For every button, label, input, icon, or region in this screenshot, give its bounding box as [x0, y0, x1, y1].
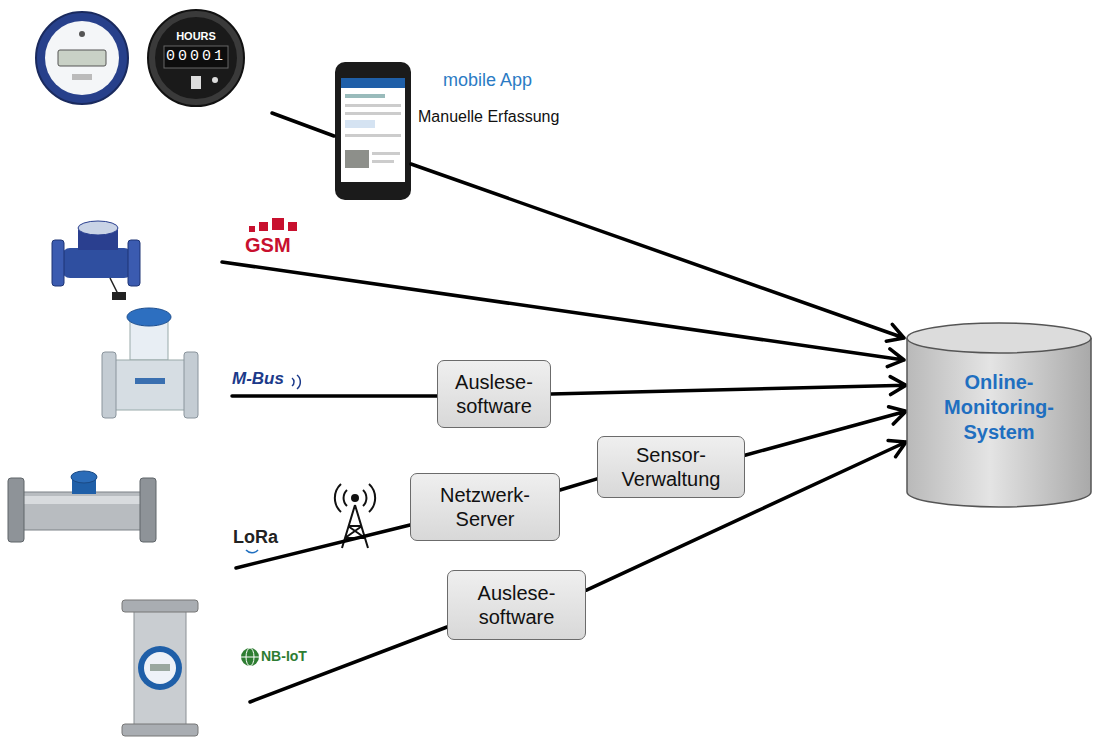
text-label: Manuelle Erfassung	[418, 108, 559, 126]
node-text: Auslese- software	[456, 581, 577, 629]
gsm-logo-mark	[249, 226, 255, 232]
woltmann-meter-illustration	[52, 221, 140, 300]
antenna-symbol	[352, 495, 358, 501]
phone-illustration	[345, 112, 401, 115]
phone-illustration	[345, 134, 401, 137]
feed-line	[222, 113, 904, 702]
node-text: Sensor- Verwaltung	[606, 443, 736, 491]
text-label: GSM	[245, 234, 291, 257]
flow-meter-illustration	[135, 378, 165, 384]
steel-meter-illustration	[140, 478, 156, 542]
flow-meter-illustration	[102, 308, 198, 418]
flow-meter-illustration	[102, 352, 116, 418]
woltmann-meter-illustration	[110, 278, 118, 294]
cylinder-body	[907, 338, 1091, 507]
phone-illustration	[345, 120, 375, 128]
hour-meter-illustration	[212, 77, 218, 83]
water-meter-illustration	[58, 50, 106, 66]
woltmann-meter-illustration	[62, 248, 132, 278]
process-box: Auslese- software	[437, 360, 551, 428]
arrow-connector	[551, 377, 906, 395]
cylinder-top	[907, 323, 1091, 353]
text-label: HOURS	[176, 30, 216, 43]
phone-illustration	[372, 152, 400, 155]
gsm-logo-mark	[288, 222, 297, 231]
phone-illustration	[341, 78, 405, 182]
nbiot-logo-mark	[241, 657, 259, 658]
hour-meter-illustration	[148, 10, 244, 106]
feed-line	[250, 627, 447, 702]
flow-meter-illustration	[184, 352, 198, 418]
phone-illustration	[345, 104, 401, 107]
cylinder-text: Online- Monitoring- System	[924, 370, 1074, 445]
vertical-meter-illustration	[122, 600, 198, 736]
feed-line	[411, 164, 904, 341]
vertical-meter-illustration	[134, 610, 186, 726]
steel-meter-illustration	[22, 492, 142, 530]
hour-meter-illustration	[155, 17, 237, 99]
water-meter-illustration	[72, 74, 92, 80]
lora-logo-mark	[246, 550, 258, 553]
woltmann-meter-illustration	[52, 240, 64, 286]
woltmann-meter-illustration	[128, 240, 140, 286]
vertical-meter-illustration	[122, 600, 198, 612]
feed-line	[272, 113, 334, 136]
process-box: Netzwerk- Server	[410, 473, 560, 541]
vertical-meter-illustration	[144, 652, 176, 684]
phone-illustration	[345, 150, 369, 168]
water-meter-illustration	[36, 12, 128, 104]
node-text: Auslese- software	[446, 370, 542, 418]
vertical-meter-illustration	[122, 724, 198, 736]
hour-meter-illustration	[148, 10, 244, 106]
steel-meter-illustration	[8, 471, 156, 542]
arrow-connector	[745, 407, 906, 456]
mbus-logo-mark	[292, 375, 300, 389]
gsm-logo-mark	[249, 218, 297, 232]
antenna-symbol	[335, 484, 375, 512]
text-label: M-Bus	[232, 369, 284, 389]
phone-illustration	[341, 78, 405, 88]
flow-meter-illustration	[112, 360, 188, 410]
woltmann-meter-illustration	[78, 221, 118, 235]
database-cylinder: Online- Monitoring- System	[906, 322, 1092, 508]
hour-meter-illustration	[164, 46, 228, 68]
text-label: 00001	[166, 48, 226, 65]
text-label: NB-IoT	[261, 648, 307, 664]
hour-meter-illustration	[191, 76, 201, 89]
vertical-meter-illustration	[138, 646, 182, 690]
feed-line	[232, 394, 437, 398]
nbiot-logo-mark	[241, 648, 259, 666]
gsm-logo-mark	[272, 218, 284, 230]
steel-meter-illustration	[8, 478, 24, 542]
feed-line	[222, 262, 904, 367]
phone-illustration	[345, 94, 385, 98]
node-text: Netzwerk- Server	[419, 483, 551, 531]
flow-meter-illustration	[127, 308, 171, 326]
woltmann-meter-illustration	[112, 292, 126, 300]
node-text: Online- Monitoring- System	[924, 370, 1074, 445]
steel-meter-illustration	[71, 471, 97, 483]
steel-meter-illustration	[22, 496, 142, 504]
process-box: Auslese- software	[447, 570, 586, 640]
text-label: mobile App	[443, 70, 532, 91]
vertical-meter-illustration	[150, 664, 170, 671]
nbiot-logo-mark	[241, 648, 259, 666]
gsm-logo-mark	[259, 222, 268, 231]
water-meter-illustration	[36, 12, 128, 104]
arrow-connector	[560, 479, 597, 490]
lora-logo-mark	[246, 550, 258, 553]
phone-illustration	[335, 62, 411, 200]
phone-illustration	[335, 62, 411, 200]
water-meter-illustration	[79, 31, 85, 37]
phone-illustration	[372, 160, 394, 163]
mbus-logo-mark	[292, 375, 300, 389]
text-label: LoRa	[233, 527, 278, 548]
process-box: Sensor- Verwaltung	[597, 436, 745, 498]
water-meter-illustration	[45, 21, 119, 95]
